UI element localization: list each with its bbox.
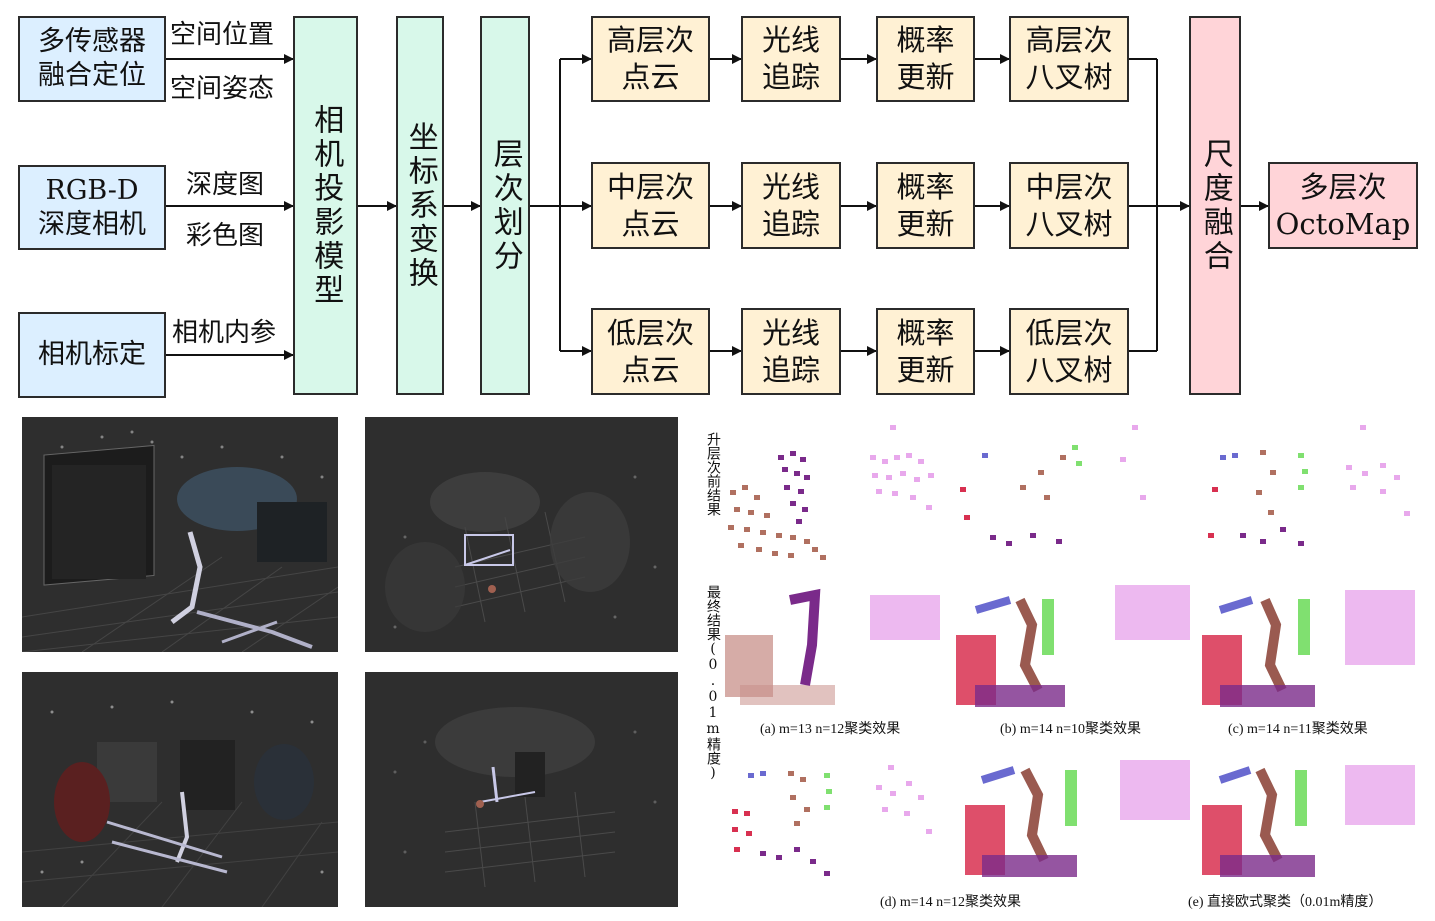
high-ray-line2: 追踪 xyxy=(762,59,820,96)
cluster-b-before-pink xyxy=(1120,425,1146,500)
source-rgbd-line1: RGB-D xyxy=(45,174,138,208)
cluster-b-before xyxy=(960,445,1082,546)
octomap-render-top-left xyxy=(22,417,338,652)
cluster-c-final xyxy=(1202,599,1315,707)
render-image-bottom-right xyxy=(365,672,678,907)
low-tree-line2: 八叉树 xyxy=(1025,352,1112,389)
output-line1: 多层次 xyxy=(1299,169,1386,206)
high-cloud-line1: 高层次 xyxy=(607,22,694,59)
low-prob-line1: 概率 xyxy=(896,315,954,352)
render-image-bottom-left xyxy=(22,672,338,907)
render-image-top-left xyxy=(22,417,338,652)
cluster-c-before xyxy=(1208,450,1308,546)
mid-level-octree: 中层次 八叉树 xyxy=(1009,162,1129,249)
mid-prob-line2: 更新 xyxy=(896,206,954,243)
row-label-final-result: 最终结果(0.01m精度) xyxy=(706,585,720,781)
cluster-e-final-pink xyxy=(1345,765,1415,825)
cluster-b-final-pink xyxy=(1115,585,1190,640)
low-level-point-cloud: 低层次 点云 xyxy=(591,308,710,395)
caption-e: (e) 直接欧式聚类（0.01m精度） xyxy=(1188,891,1382,911)
source-calibration-label: 相机标定 xyxy=(38,338,146,372)
edge-label-depth-map: 深度图 xyxy=(186,164,264,201)
cluster-a-before-pink xyxy=(870,425,934,510)
caption-a: (a) m=13 n=12聚类效果 xyxy=(760,718,900,738)
cluster-a-final xyxy=(725,595,835,705)
octomap-render-top-right xyxy=(365,417,678,652)
low-tree-line1: 低层次 xyxy=(1025,315,1112,352)
caption-d: (d) m=14 n=12聚类效果 xyxy=(880,891,1021,911)
cluster-c-before-pink xyxy=(1346,425,1410,516)
mid-ray-line1: 光线 xyxy=(762,169,820,206)
cluster-d-final xyxy=(965,770,1077,877)
output-line2: OctoMap xyxy=(1276,206,1411,243)
render-image-top-right xyxy=(365,417,678,652)
low-cloud-line2: 点云 xyxy=(621,352,679,389)
low-level-octree: 低层次 八叉树 xyxy=(1009,308,1129,395)
high-ray-line1: 光线 xyxy=(762,22,820,59)
camera-projection-model-label: 相机投影模型 xyxy=(307,104,345,308)
mid-prob-line1: 概率 xyxy=(896,169,954,206)
mid-ray-tracing: 光线 追踪 xyxy=(741,162,841,249)
edge-label-position: 空间位置 xyxy=(170,14,274,51)
mid-cloud-line1: 中层次 xyxy=(607,169,694,206)
high-level-octree: 高层次 八叉树 xyxy=(1009,16,1129,102)
cluster-d-before-pink xyxy=(876,765,932,834)
mid-tree-line2: 八叉树 xyxy=(1025,206,1112,243)
octomap-render-bottom-left xyxy=(22,672,338,907)
scale-fusion-label: 尺度融合 xyxy=(1196,138,1234,274)
camera-projection-model: 相机投影模型 xyxy=(293,16,358,395)
low-prob-line2: 更新 xyxy=(896,352,954,389)
row-label-before-upsample: 升层次前结果 xyxy=(706,432,720,516)
caption-c: (c) m=14 n=11聚类效果 xyxy=(1228,718,1368,738)
high-tree-line1: 高层次 xyxy=(1025,22,1112,59)
mid-level-point-cloud: 中层次 点云 xyxy=(591,162,710,249)
mid-probability-update: 概率 更新 xyxy=(876,162,975,249)
mid-ray-line2: 追踪 xyxy=(762,206,820,243)
edge-label-attitude: 空间姿态 xyxy=(170,68,274,105)
scale-fusion: 尺度融合 xyxy=(1189,16,1241,395)
edge-label-color-image: 彩色图 xyxy=(186,215,264,252)
cluster-d-before xyxy=(732,771,832,876)
multilevel-octomap-output: 多层次 OctoMap xyxy=(1268,162,1418,249)
source-rgbd-camera: RGB-D 深度相机 xyxy=(18,165,166,250)
low-ray-line1: 光线 xyxy=(762,315,820,352)
source-rgbd-line2: 深度相机 xyxy=(38,208,146,242)
cluster-d-final-pink xyxy=(1120,760,1190,820)
layer-division-label: 层次划分 xyxy=(486,138,524,274)
source-camera-calibration: 相机标定 xyxy=(18,312,166,398)
cluster-b-final xyxy=(956,599,1065,707)
cluster-a-before xyxy=(728,451,826,560)
coordinate-transform: 坐标系变换 xyxy=(396,16,444,395)
cluster-e-final xyxy=(1202,770,1315,877)
octomap-render-bottom-right xyxy=(365,672,678,907)
cluster-c-final-pink xyxy=(1345,590,1415,665)
cluster-a-final-pink xyxy=(870,595,940,640)
high-prob-line1: 概率 xyxy=(896,22,954,59)
clustering-result-plots xyxy=(720,415,1420,915)
low-cloud-line1: 低层次 xyxy=(607,315,694,352)
low-ray-tracing: 光线 追踪 xyxy=(741,308,841,395)
high-probability-update: 概率 更新 xyxy=(876,16,975,102)
high-prob-line2: 更新 xyxy=(896,59,954,96)
source-multisensor-line2: 融合定位 xyxy=(38,59,146,93)
high-level-point-cloud: 高层次 点云 xyxy=(591,16,710,102)
mid-cloud-line2: 点云 xyxy=(621,206,679,243)
source-multisensor-localization: 多传感器 融合定位 xyxy=(18,16,166,102)
high-cloud-line2: 点云 xyxy=(621,59,679,96)
low-ray-line2: 追踪 xyxy=(762,352,820,389)
low-probability-update: 概率 更新 xyxy=(876,308,975,395)
high-ray-tracing: 光线 追踪 xyxy=(741,16,841,102)
high-tree-line2: 八叉树 xyxy=(1025,59,1112,96)
coordinate-transform-label: 坐标系变换 xyxy=(401,121,439,291)
caption-b: (b) m=14 n=10聚类效果 xyxy=(1000,718,1141,738)
source-multisensor-line1: 多传感器 xyxy=(38,25,146,59)
edge-label-intrinsics: 相机内参 xyxy=(172,312,276,349)
layer-division: 层次划分 xyxy=(480,16,530,395)
mid-tree-line1: 中层次 xyxy=(1025,169,1112,206)
